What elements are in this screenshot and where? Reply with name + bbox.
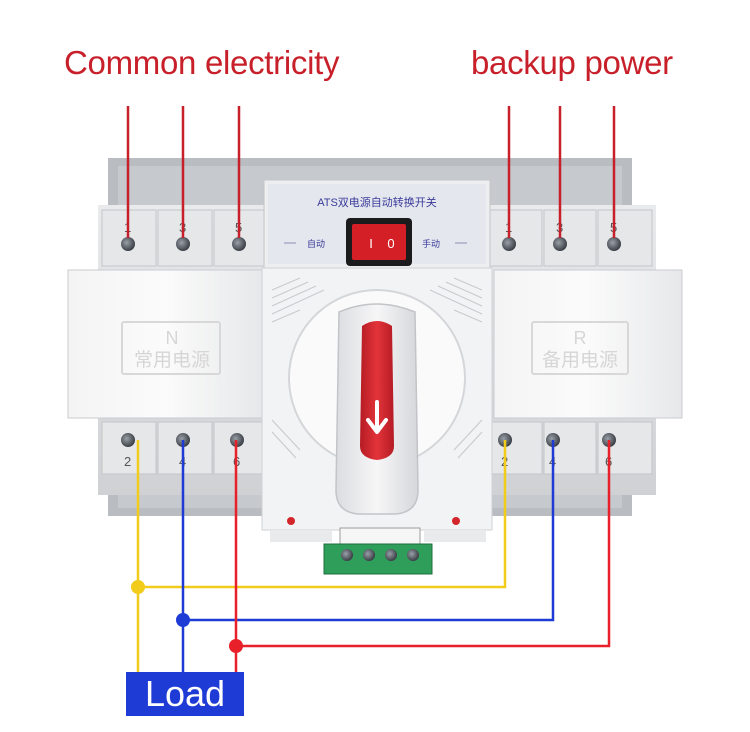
bottom-terminal-blocks [101, 421, 653, 475]
left-led-label-plate [270, 530, 332, 542]
right-embossed-frame [531, 321, 629, 375]
left-breaker-cover [67, 269, 263, 419]
left-embossed-name: 常用电源 [134, 349, 210, 371]
yellow-phase-wire [131, 440, 507, 672]
common-electricity-label: Common electricity [64, 44, 340, 81]
right-embossed-name: 备用电源 [542, 349, 618, 371]
control-terminal-label [339, 527, 421, 545]
right-led-label-plate [424, 530, 486, 542]
mode-rocker-switch[interactable]: I 0 [346, 218, 412, 266]
arrow-down-icon [366, 400, 388, 434]
vent-grille-bottom [271, 419, 483, 459]
common-power-led [287, 517, 295, 525]
backup-power-label: backup power [471, 44, 673, 81]
handle-red-grip [360, 321, 394, 460]
right-top-terminals [489, 209, 653, 267]
auto-label: 自动 [307, 238, 325, 249]
control-terminal-screws [341, 549, 419, 561]
load-label: Load [126, 672, 244, 716]
vent-grille-left [271, 277, 325, 323]
right-embossed-letter: R [574, 328, 587, 348]
manual-label: 手动 [422, 238, 440, 249]
rocker-off-mark: I [369, 236, 373, 251]
rotary-handle[interactable] [335, 303, 419, 515]
blue-phase-wire [176, 440, 555, 672]
red-phase-wire [229, 440, 611, 672]
top-screws [121, 237, 621, 251]
left-embossed-frame [121, 321, 221, 375]
vent-grille-right [429, 277, 483, 323]
rocker-on-mark: 0 [387, 236, 394, 251]
right-breaker-cover [493, 269, 683, 419]
panel-title: ATS双电源自动转换开关 [317, 195, 437, 209]
incoming-wires [126, 106, 616, 238]
terminal-label-l2: 2 [124, 454, 131, 469]
backup-power-led [452, 517, 460, 525]
left-embossed-letter: N [166, 328, 179, 348]
